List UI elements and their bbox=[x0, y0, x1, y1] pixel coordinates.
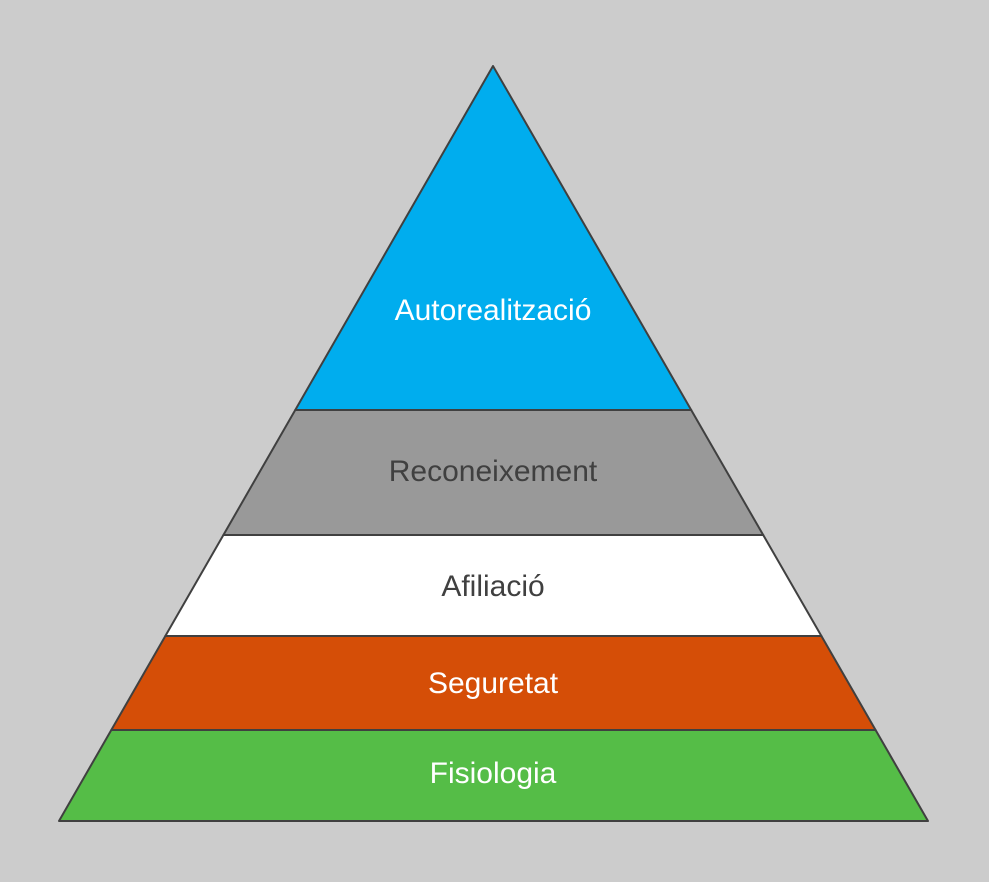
pyramid-level-label: Afiliació bbox=[441, 570, 544, 603]
pyramid-level-5 bbox=[58, 729, 929, 822]
pyramid-level-label: Seguretat bbox=[428, 667, 559, 700]
pyramid-level-label: Reconeixement bbox=[389, 455, 598, 488]
pyramid-level-label: Fisiologia bbox=[430, 757, 557, 790]
pyramid-level-label: Autorealització bbox=[395, 294, 592, 327]
